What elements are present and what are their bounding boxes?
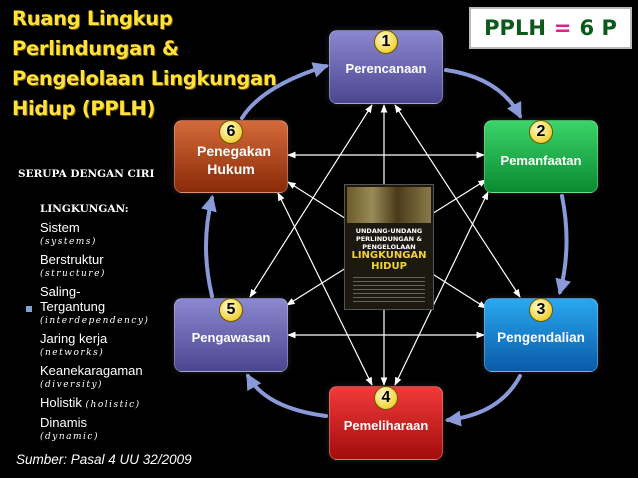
list-item: Dinamis (dynamic): [40, 415, 99, 442]
cycle-arrow-6-1: [240, 62, 330, 120]
step-number-badge: 6: [219, 120, 243, 144]
node-label: Pemeliharaan: [343, 418, 429, 433]
step-number-badge: 1: [374, 30, 398, 54]
characteristics-heading: Serupa dengan ciri: [18, 168, 155, 180]
cycle-arrow-2-3: [555, 194, 571, 296]
node-pengawasan: 5 Pengawasan: [174, 298, 288, 372]
node-label: Pengawasan: [191, 330, 271, 345]
pplh-6p-badge: PPLH = 6 P: [469, 7, 632, 49]
list-item: Sistem (systems): [40, 220, 97, 247]
source-citation: Sumber: Pasal 4 UU 32/2009: [16, 452, 192, 467]
law-book-cover: UNDANG-UNDANG PERLINDUNGAN & PENGELOLAAN…: [344, 184, 434, 310]
characteristics-subheading: lingkungan:: [40, 203, 129, 215]
step-number-badge: 2: [529, 120, 553, 144]
list-item: Keanekaragaman (diversity): [40, 363, 143, 390]
node-label: Penegakan Hukum: [197, 143, 271, 177]
node-pemanfaatan: 2 Pemanfaatan: [484, 120, 598, 193]
node-perencanaan: 1 Perencanaan: [329, 30, 443, 104]
node-penegakan-hukum: 6 Penegakan Hukum: [174, 120, 288, 193]
book-title-small: UNDANG-UNDANG PERLINDUNGAN & PENGELOLAAN: [355, 227, 423, 251]
node-label: Pemanfaatan: [500, 153, 582, 168]
step-number-badge: 3: [529, 298, 553, 322]
list-item: Jaring kerja (networks): [40, 331, 108, 358]
node-label: Pengendalian: [497, 330, 585, 345]
book-title-big: LINGKUNGAN HIDUP: [351, 250, 427, 272]
cycle-arrow-5-6: [201, 194, 217, 298]
characteristics-list: Sistem (systems) Berstruktur (structure)…: [40, 220, 160, 447]
cycle-arrow-4-5: [246, 373, 328, 418]
page-title: Ruang Lingkup Perlindungan & Pengelolaan…: [12, 7, 277, 120]
link-4-6: [277, 192, 373, 386]
list-item: Berstruktur (structure): [40, 252, 106, 279]
list-item: Saling-Tergantung (interdependency): [40, 284, 150, 326]
book-fine-print: [353, 277, 425, 303]
node-pengendalian: 3 Pengendalian: [484, 298, 598, 372]
step-number-badge: 5: [219, 298, 243, 322]
step-number-badge: 4: [374, 386, 398, 410]
book-cover-photo: [347, 187, 431, 223]
node-label: Perencanaan: [345, 61, 427, 76]
list-item: Holistik (holistic): [40, 395, 141, 410]
cycle-arrow-1-2: [444, 68, 522, 119]
bullet-marker: [26, 306, 32, 312]
node-pemeliharaan: 4 Pemeliharaan: [329, 386, 443, 460]
cycle-arrow-3-4: [444, 374, 522, 427]
